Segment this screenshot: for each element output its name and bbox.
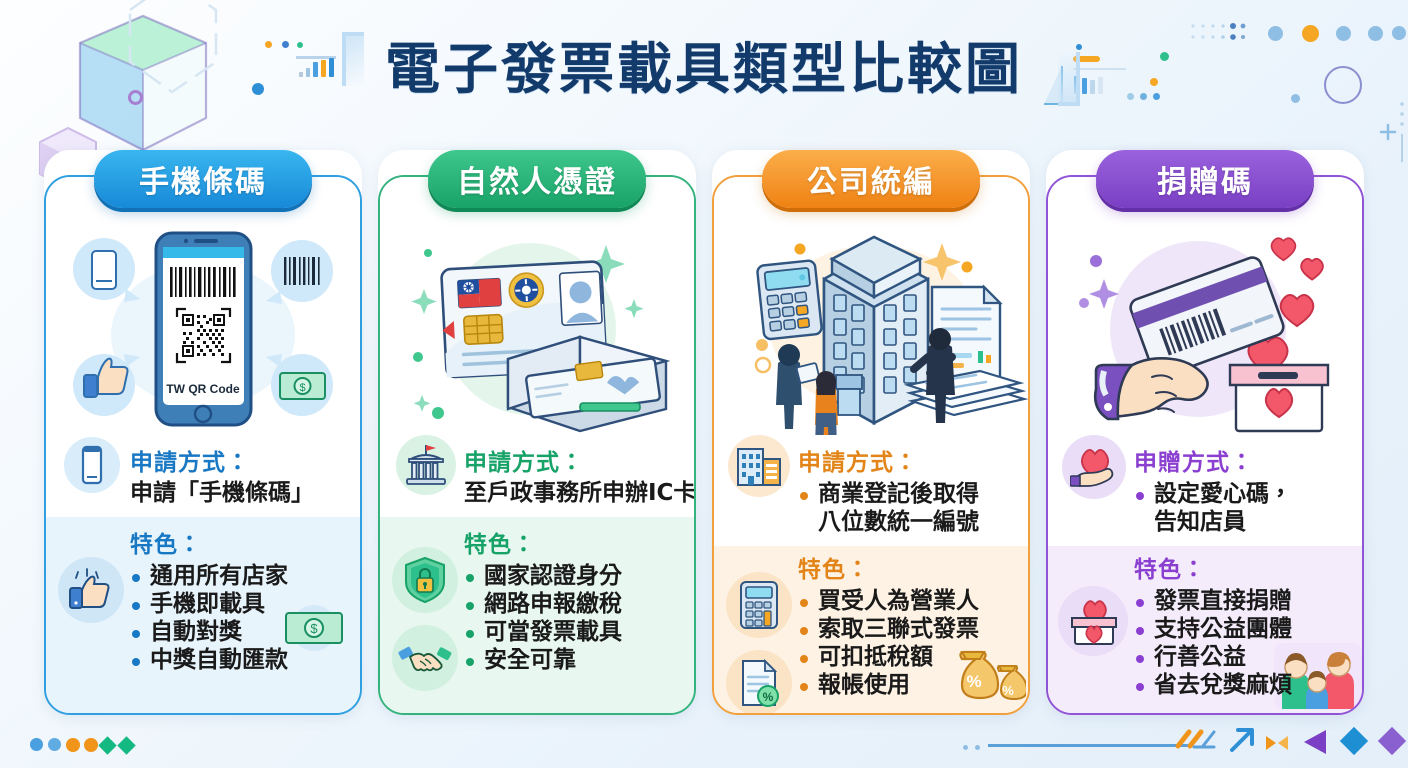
svg-text:%: % xyxy=(966,672,981,691)
features-title: 特色： xyxy=(1134,557,1206,584)
card-header-donation-code: 捐贈碼 xyxy=(1096,150,1314,208)
features-title: 特色： xyxy=(798,557,870,584)
comparison-cards: 手機條碼 xyxy=(44,150,1364,715)
feature-item: 手機即載具 xyxy=(130,590,348,618)
feature-item: 國家認證身分 xyxy=(464,562,682,590)
features-section-citizen-certificate: 特色： 國家認證身分 網路申報繳稅 可當發票載具 安全可靠 xyxy=(380,516,694,713)
apply-section-citizen-certificate: 申請方式： 至戶政事務所申辦IC卡 xyxy=(380,435,694,517)
handshake-icon xyxy=(392,624,458,691)
card-donation-code[interactable]: 捐贈碼 xyxy=(1046,150,1364,715)
illustration-citizen-certificate xyxy=(380,217,694,435)
diamond-icon xyxy=(117,736,136,755)
page-title: 電子發票載具類型比較圖 xyxy=(384,37,1023,101)
features-section-company-tax-id: % % % 特色： 買受人為營 xyxy=(714,546,1028,713)
features-list-donation-code: 發票直接捐贈 支持公益團體 行善公益 省去兌獎麻煩 xyxy=(1134,587,1350,699)
triangle-left-icon xyxy=(1304,730,1326,754)
feature-item: 安全可靠 xyxy=(464,646,682,674)
apply-title: 申請方式： xyxy=(130,450,250,476)
feature-item: 行善公益 xyxy=(1134,643,1350,671)
feature-item: 網路申報繳稅 xyxy=(464,590,682,618)
apply-section-donation-code: 申贈方式： 設定愛心碼，告知店員 xyxy=(1048,435,1362,546)
diamond-icon xyxy=(98,736,117,755)
feature-item: 通用所有店家 xyxy=(130,562,348,590)
thumbs-up-icon xyxy=(58,556,124,623)
feature-item: 省去兌獎麻煩 xyxy=(1134,671,1350,699)
card-citizen-digital-certificate[interactable]: 自然人憑證 xyxy=(378,150,696,715)
apply-section-mobile-barcode: 申請方式： 申請「手機條碼」 xyxy=(46,435,360,517)
apply-line: 至戶政事務所申辦IC卡 xyxy=(464,480,696,506)
apply-line: 申請「手機條碼」 xyxy=(130,480,314,506)
money-bag-icon: % % xyxy=(959,651,1026,701)
svg-text:%: % xyxy=(763,690,774,704)
features-title: 特色： xyxy=(464,531,536,558)
dot-icon xyxy=(48,738,61,751)
svg-text:%: % xyxy=(1002,683,1014,698)
donation-box-icon xyxy=(1058,586,1128,657)
family-icon xyxy=(1274,643,1362,710)
accent-line xyxy=(988,744,1188,747)
card-header-mobile-barcode: 手機條碼 xyxy=(94,150,312,208)
page-header: 電子發票載具類型比較圖 xyxy=(0,0,1408,128)
dot-icon xyxy=(963,745,968,750)
illustration-mobile-barcode: $ xyxy=(46,217,360,435)
features-list-citizen-certificate: 國家認證身分 網路申報繳稅 可當發票載具 安全可靠 xyxy=(464,562,682,674)
features-section-mobile-barcode: $ 特色： 通用所有店家 手機即載具 自動對獎 中獎自動匯款 xyxy=(46,516,360,713)
apply-title: 申請方式： xyxy=(464,450,584,476)
card-company-tax-id[interactable]: 公司統編 xyxy=(712,150,1030,715)
diamond-icon xyxy=(1377,726,1407,756)
banknote-icon: $ xyxy=(285,604,343,651)
dot-icon xyxy=(975,745,980,750)
feature-item: 支持公益團體 xyxy=(1134,615,1350,643)
card-header-company-tax-id: 公司統編 xyxy=(762,150,980,208)
svg-text:$: $ xyxy=(299,382,305,394)
qr-code-icon xyxy=(175,307,232,364)
apply-item: 商業登記後取得八位數統一編號 xyxy=(798,480,1016,536)
heart-in-hand-icon xyxy=(1062,435,1126,499)
feature-item: 可當發票載具 xyxy=(464,618,682,646)
phone-icon xyxy=(64,437,120,493)
feature-item: 報帳使用 xyxy=(798,671,1016,699)
illustration-company-tax-id xyxy=(714,217,1028,449)
feature-item: 自動對獎 xyxy=(130,618,348,646)
features-list-company-tax-id: 買受人為營業人 索取三聯式發票 可扣抵稅額 報帳使用 xyxy=(798,587,1016,699)
features-title: 特色： xyxy=(130,531,202,558)
features-list-mobile-barcode: 通用所有店家 手機即載具 自動對獎 中獎自動匯款 xyxy=(130,562,348,674)
apply-title: 申請方式： xyxy=(798,450,918,476)
bracket-right-decoration xyxy=(1058,52,1080,106)
feature-item: 買受人為營業人 xyxy=(798,587,1016,615)
apply-list-company-tax-id: 商業登記後取得八位數統一編號 xyxy=(798,480,1016,536)
apply-list-donation-code: 設定愛心碼，告知店員 xyxy=(1134,480,1350,536)
apply-title: 申贈方式： xyxy=(1134,450,1254,476)
features-section-donation-code: 特色： 發票直接捐贈 支持公益團體 行善公益 省去兌獎麻煩 xyxy=(1048,546,1362,713)
dot-icon xyxy=(30,738,43,751)
shield-lock-icon xyxy=(392,546,458,613)
calculator-icon xyxy=(726,572,792,639)
dot-icon xyxy=(66,738,80,752)
svg-text:$: $ xyxy=(310,621,318,636)
card-mobile-barcode[interactable]: 手機條碼 xyxy=(44,150,362,715)
feature-item: 可扣抵稅額 xyxy=(798,643,1016,671)
feature-item: 發票直接捐贈 xyxy=(1134,587,1350,615)
double-triangle-icon xyxy=(1266,736,1288,750)
slash-marks-icon xyxy=(1175,729,1216,749)
feature-item: 中獎自動匯款 xyxy=(130,646,348,674)
feature-item: 索取三聯式發票 xyxy=(798,615,1016,643)
apply-section-company-tax-id: 申請方式： 商業登記後取得八位數統一編號 xyxy=(714,435,1028,546)
document-percent-icon: % xyxy=(726,650,792,713)
apply-item: 設定愛心碼，告知店員 xyxy=(1134,480,1350,536)
dot-icon xyxy=(84,738,98,752)
illustration-donation-code xyxy=(1048,217,1362,435)
office-building-icon xyxy=(728,435,790,497)
bracket-left-decoration xyxy=(342,32,364,86)
card-header-citizen-digital-certificate: 自然人憑證 xyxy=(428,150,646,208)
qr-code-label: TW QR Code xyxy=(166,382,240,396)
diamond-icon xyxy=(1339,726,1369,756)
arrow-up-right-icon xyxy=(1230,728,1254,752)
government-building-icon xyxy=(396,435,456,495)
